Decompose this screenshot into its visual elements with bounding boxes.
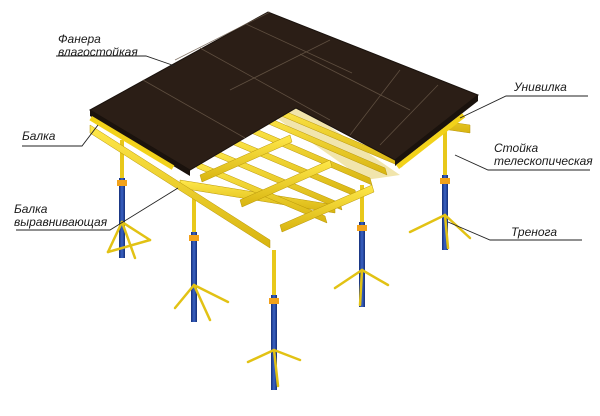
label-univilka: Унивилка: [514, 81, 567, 94]
label-leveling-beam-line2: выравнивающая: [14, 215, 108, 229]
label-plywood-line2: влагостойкая: [58, 45, 138, 59]
cross-beams: [194, 101, 403, 233]
prop-middle: [357, 185, 367, 307]
label-plywood: Фанера влагостойкая: [58, 33, 138, 59]
tripod-front-left: [173, 283, 230, 322]
tripod-back-left: [106, 220, 152, 260]
label-tripod-line1: Тренога: [511, 225, 558, 239]
tripods: [106, 213, 472, 388]
label-beam-line1: Балка: [22, 129, 56, 143]
label-plywood-line1: Фанера: [58, 32, 101, 46]
tripod-right: [408, 213, 472, 250]
label-telescopic-prop: Стойка телескопическая: [494, 142, 593, 168]
label-univilka-line1: Унивилка: [514, 80, 567, 94]
prop-front-center: [269, 250, 279, 390]
label-leveling-beam-line1: Балка: [14, 202, 48, 216]
label-tripod: Тренога: [511, 226, 557, 239]
tripod-middle: [333, 268, 390, 307]
leader-lines: [16, 55, 590, 241]
label-leveling-beam: Балка выравнивающая: [14, 203, 107, 229]
label-telescopic-prop-line1: Стойка: [494, 141, 539, 155]
plywood-deck: [88, 11, 479, 176]
label-beam: Балка: [22, 130, 55, 143]
prop-front-left: [189, 195, 199, 322]
tripod-front-center: [246, 348, 302, 388]
prop-back-left: [117, 140, 127, 258]
label-telescopic-prop-line2: телескопическая: [494, 154, 593, 168]
prop-right: [440, 125, 450, 250]
telescopic-props: [117, 125, 450, 390]
